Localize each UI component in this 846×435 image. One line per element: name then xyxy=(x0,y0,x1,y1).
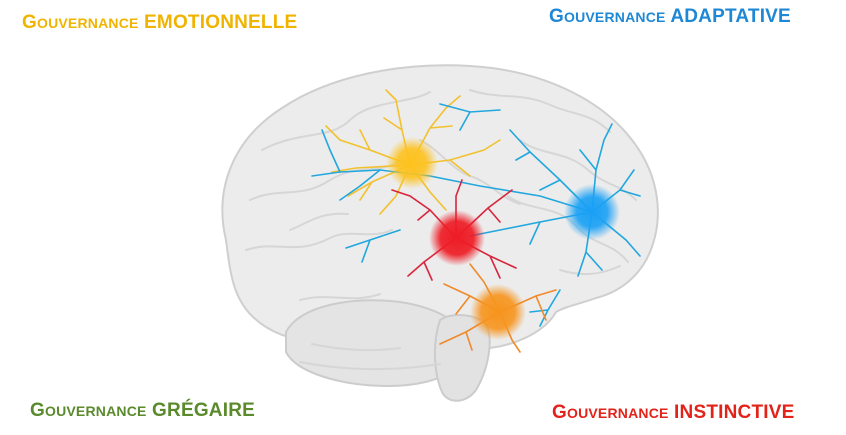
label-prefix-cap: G xyxy=(22,12,37,33)
label-prefix-cap: G xyxy=(549,6,564,27)
label-prefix-rest: ouvernance xyxy=(563,9,666,25)
label-gouvernance-adaptative: Gouvernance ADAPTATIVE xyxy=(549,6,791,28)
label-keyword: INSTINCTIVE xyxy=(674,402,795,423)
red-node xyxy=(429,210,485,266)
yellow-node xyxy=(386,137,438,189)
label-prefix-rest: ouvernance xyxy=(36,15,139,31)
label-keyword: GRÉGAIRE xyxy=(152,400,255,421)
label-prefix-rest: ouvernance xyxy=(566,405,669,421)
label-prefix-cap: G xyxy=(30,400,45,421)
label-prefix-rest: ouvernance xyxy=(44,403,147,419)
blue-node xyxy=(564,184,620,240)
orange-node xyxy=(470,284,526,340)
label-keyword: ADAPTATIVE xyxy=(670,6,791,27)
label-gouvernance-emotionnelle: Gouvernance EMOTIONNELLE xyxy=(22,12,297,34)
label-prefix-cap: G xyxy=(552,402,567,423)
label-keyword: EMOTIONNELLE xyxy=(144,12,298,33)
label-gouvernance-gregaire: Gouvernance GRÉGAIRE xyxy=(30,400,255,422)
label-gouvernance-instinctive: Gouvernance INSTINCTIVE xyxy=(552,402,794,424)
